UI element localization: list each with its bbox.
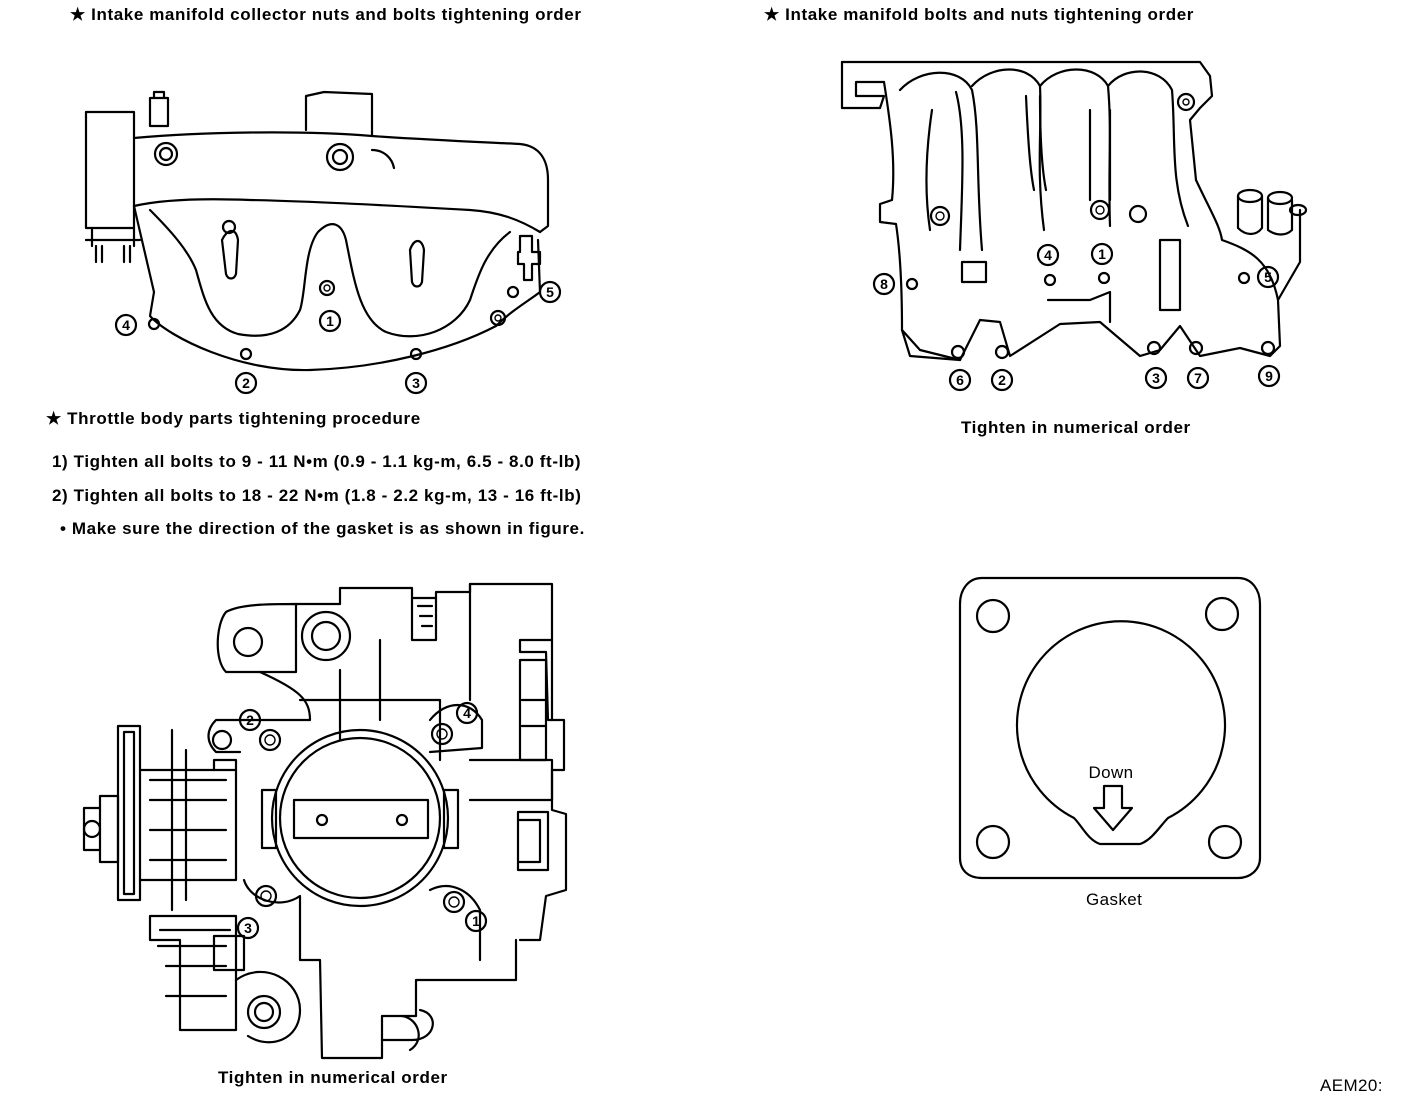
collector-callout-3 bbox=[404, 371, 428, 395]
manifold-callout-label: 7 bbox=[1194, 370, 1202, 386]
collector-callout-1 bbox=[318, 309, 342, 333]
collector-callout-label: 1 bbox=[326, 313, 334, 329]
manifold-callout-8 bbox=[872, 272, 896, 296]
manifold-callout-label: 8 bbox=[880, 276, 888, 292]
collector-drawing bbox=[84, 90, 550, 372]
collector-callout-label: 2 bbox=[242, 375, 250, 391]
throttle-order-callouts: 2 4 3 1 bbox=[236, 701, 488, 940]
throttle-callout-2 bbox=[238, 708, 262, 732]
manifold-callout-4 bbox=[1036, 243, 1060, 267]
throttle-callout-label: 3 bbox=[244, 920, 252, 936]
gasket-direction-label: Down bbox=[1088, 763, 1133, 782]
throttle-callout-1 bbox=[464, 909, 488, 933]
throttle-heading: ★ Throttle body parts tightening procedu… bbox=[46, 409, 421, 428]
figure-code: AEM20: bbox=[1320, 1076, 1383, 1095]
manifold-callout-5 bbox=[1256, 265, 1280, 289]
manifold-callout-7 bbox=[1186, 366, 1210, 390]
throttle-callout-4 bbox=[455, 701, 479, 725]
manifold-callout-3 bbox=[1144, 366, 1168, 390]
collector-order-callouts: 4 1 5 2 3 bbox=[114, 280, 562, 395]
collector-callout-5 bbox=[538, 280, 562, 304]
gasket-drawing: Down bbox=[958, 576, 1262, 880]
manifold-heading: ★ Intake manifold bolts and nuts tighten… bbox=[764, 5, 1194, 24]
down-arrow-icon bbox=[1092, 784, 1134, 832]
manifold-callout-label: 1 bbox=[1098, 246, 1106, 262]
gasket-note: • Make sure the direction of the gasket … bbox=[60, 519, 585, 538]
throttle-callout-3 bbox=[236, 916, 260, 940]
manifold-drawing bbox=[840, 60, 1308, 362]
collector-callout-label: 3 bbox=[412, 375, 420, 391]
collector-callout-label: 5 bbox=[546, 284, 554, 300]
manifold-callout-label: 5 bbox=[1264, 269, 1272, 285]
manifold-callout-2 bbox=[990, 368, 1014, 392]
manifold-caption: Tighten in numerical order bbox=[961, 418, 1191, 437]
collector-callout-2 bbox=[234, 371, 258, 395]
manifold-callout-6 bbox=[948, 368, 972, 392]
manifold-callout-label: 2 bbox=[998, 372, 1006, 388]
step-1: 1) Tighten all bolts to 9 - 11 N•m (0.9 … bbox=[52, 452, 582, 471]
manifold-callout-1 bbox=[1090, 242, 1114, 266]
throttle-callout-label: 4 bbox=[463, 705, 471, 721]
throttle-caption: Tighten in numerical order bbox=[218, 1068, 448, 1087]
collector-callout-4 bbox=[114, 313, 138, 337]
throttle-body-drawing bbox=[82, 582, 568, 1060]
manifold-callout-label: 4 bbox=[1044, 247, 1052, 263]
gasket-caption: Gasket bbox=[1086, 890, 1143, 909]
collector-heading: ★ Intake manifold collector nuts and bol… bbox=[70, 5, 582, 24]
throttle-callout-label: 1 bbox=[472, 913, 480, 929]
manifold-callout-9 bbox=[1257, 364, 1281, 388]
manifold-callout-label: 3 bbox=[1152, 370, 1160, 386]
manifold-order-callouts: 8 4 1 5 6 2 3 7 9 bbox=[872, 242, 1281, 392]
step-2: 2) Tighten all bolts to 18 - 22 N•m (1.8… bbox=[52, 486, 582, 505]
gasket-bore-outline bbox=[1015, 620, 1227, 846]
collector-callout-label: 4 bbox=[122, 317, 130, 333]
throttle-callout-label: 2 bbox=[246, 712, 254, 728]
manifold-callout-label: 9 bbox=[1265, 368, 1273, 384]
manifold-callout-label: 6 bbox=[956, 372, 964, 388]
